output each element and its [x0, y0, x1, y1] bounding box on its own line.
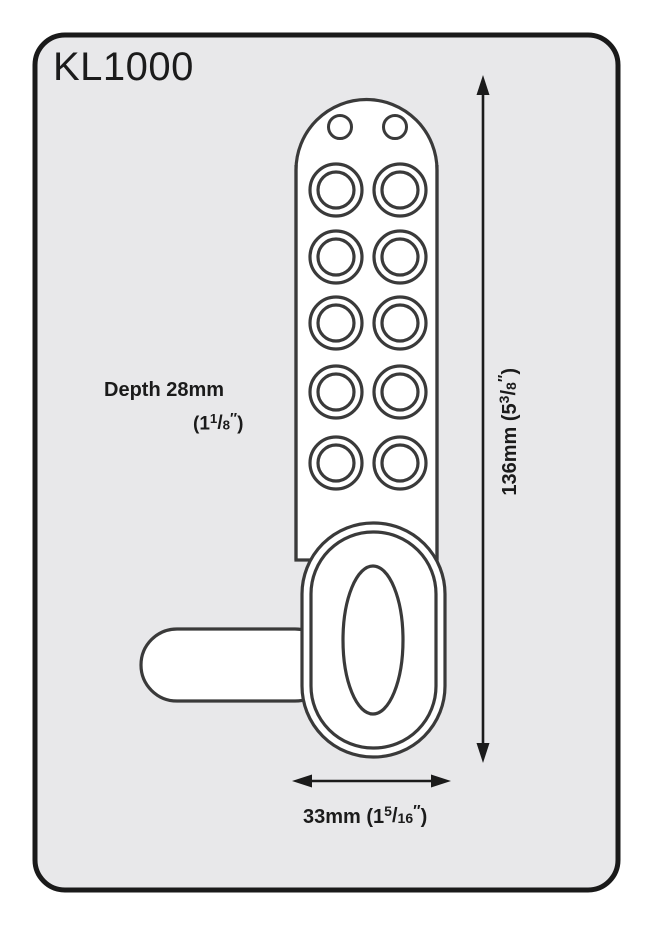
height-numerator: 3: [496, 395, 513, 404]
height-paren-close: ): [498, 368, 521, 375]
depth-numerator: 1: [209, 411, 218, 427]
indicator-led-icon: [327, 114, 353, 140]
width-dimension-arrow: [292, 774, 451, 788]
height-denominator: 8: [503, 382, 520, 390]
width-metric: 33mm: [303, 805, 361, 828]
keypad-button[interactable]: [308, 435, 364, 491]
width-label: 33mm (15/16″): [303, 804, 427, 827]
keypad-button[interactable]: [372, 295, 428, 351]
indicator-led-icon: [382, 114, 408, 140]
depth-label: Depth 28mm: [104, 379, 225, 401]
depth-paren-close: ): [237, 413, 244, 435]
page-title: KL1000: [53, 45, 194, 89]
height-dimension-arrow: [476, 75, 490, 763]
depth-denominator: 8: [222, 418, 230, 434]
depth-imperial-label: (11/8″): [193, 412, 243, 434]
height-metric: 136mm: [498, 426, 521, 496]
width-paren-close: ): [420, 805, 428, 828]
fraction-slash-icon: /: [217, 413, 223, 435]
inch-mark-icon: ″: [230, 411, 238, 427]
width-paren-open: (: [366, 805, 374, 828]
height-paren-open: (: [498, 414, 521, 422]
width-numerator: 5: [384, 803, 392, 820]
height-space: [499, 421, 521, 427]
width-whole: 1: [373, 805, 385, 828]
knob-center-oval: [341, 564, 405, 716]
keypad-button[interactable]: [372, 229, 428, 285]
depth-fraction: 1/8: [210, 412, 230, 433]
inch-mark-icon: ″: [413, 803, 421, 820]
inch-mark-icon: ″: [496, 374, 513, 383]
keypad-plate-sides: [294, 165, 439, 560]
width-fraction: 5/16: [384, 804, 413, 826]
fraction-slash-icon: /: [391, 805, 398, 828]
keypad-button[interactable]: [372, 435, 428, 491]
keypad-button[interactable]: [308, 295, 364, 351]
height-fraction: 3/8: [496, 382, 521, 404]
keypad-button[interactable]: [308, 229, 364, 285]
height-whole: 5: [498, 403, 521, 415]
height-label: 136mm (53/8″): [496, 368, 521, 496]
keypad-button[interactable]: [372, 364, 428, 420]
keypad-button[interactable]: [372, 162, 428, 218]
width-denominator: 16: [397, 810, 414, 827]
keypad-button[interactable]: [308, 162, 364, 218]
depth-paren-open: (: [193, 413, 200, 435]
keypad-button[interactable]: [308, 364, 364, 420]
depth-whole: 1: [199, 413, 210, 435]
fraction-slash-icon: /: [498, 389, 521, 396]
